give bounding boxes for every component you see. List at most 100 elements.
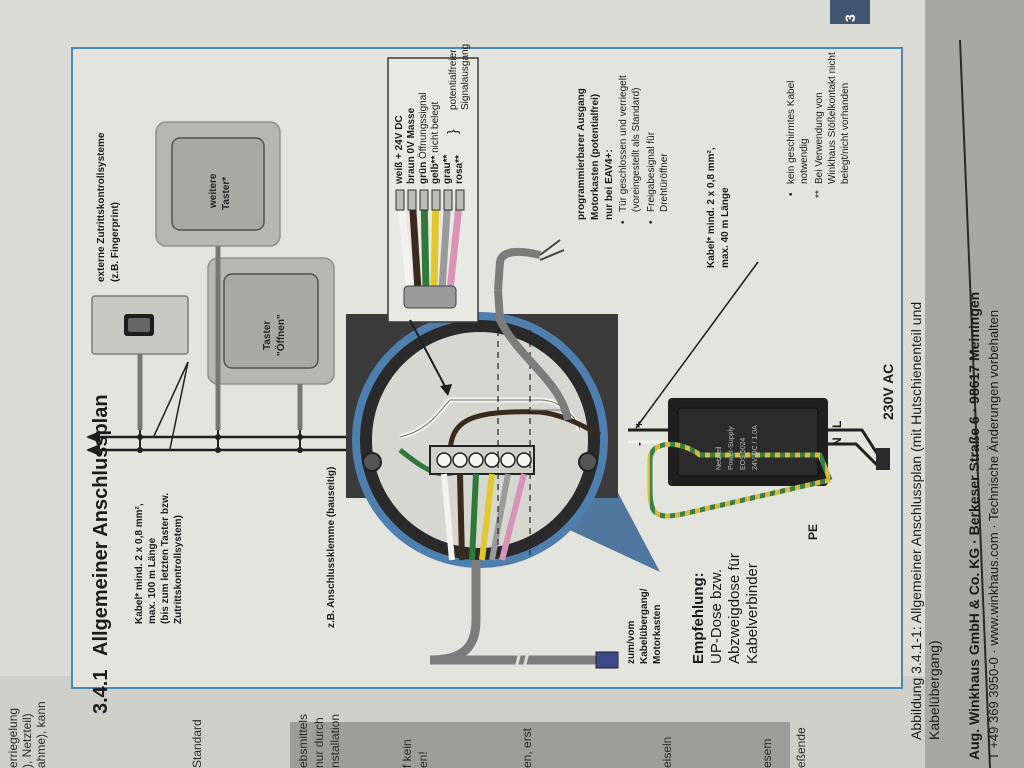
margin-fragment: nur durch (312, 717, 326, 768)
mains-l-wire (828, 428, 880, 456)
prog-bullet2b: Drehtüröffner (659, 153, 670, 212)
psu-label1: Netzteil (716, 446, 723, 470)
wire-bundle (396, 195, 464, 291)
callout-line (169, 361, 189, 450)
mains-plug (876, 448, 890, 470)
caption-line1: Abbildung 3.4.1-1: Allgemeiner Anschluss… (908, 301, 924, 740)
legend-line2: braun 0V Masse (406, 107, 417, 184)
arrow-head-top (86, 431, 100, 443)
taster-oeffnen-line2: "Öffnen" (276, 314, 287, 356)
cable-spec-left-line4: Zutrittskontrollsystem) (173, 515, 184, 624)
note1-bullet: • (786, 192, 797, 196)
prog-bullet: • (646, 220, 657, 224)
legend-line3-color: grün (418, 161, 429, 184)
recommendation-line1: UP-Dose bzw. (708, 568, 725, 664)
margin-fragment: erriegelung (6, 707, 20, 768)
prog-bullet1b: (voreingestellt als Standard) (631, 87, 642, 212)
wire-brown (457, 473, 465, 561)
junction (297, 447, 303, 453)
cable-connector (595, 651, 619, 669)
box-screw-right (578, 452, 598, 472)
margin-fragment: eiseln (660, 736, 674, 768)
psu-label2: Power-Supply (728, 426, 735, 470)
connection-label-line2: Kabelübergang/ (639, 588, 650, 664)
cable-spec-callout (635, 261, 759, 429)
margin-fragment: Standard (190, 719, 204, 768)
note2-mark: ** (814, 190, 825, 198)
margin-fragment: en! (416, 751, 430, 768)
taster-weitere-line2: Taster* (221, 176, 232, 210)
junction (137, 447, 143, 453)
legend-arrow (409, 319, 449, 393)
legend-brace: } (444, 129, 460, 134)
legend-line6: rosa** (454, 155, 465, 184)
cable-spec-right-line2: max. 40 m Länge (720, 187, 731, 268)
l-label: L (830, 420, 844, 428)
wire-yellow (479, 473, 495, 561)
wire-gray (489, 473, 511, 561)
prog-output-title1: programmierbarer Ausgang (576, 88, 587, 220)
terminal-screws (436, 452, 532, 468)
prog-output-title3: nur bei EAV4+: (604, 149, 615, 220)
margin-fragment: eßende (794, 727, 808, 768)
arrow-head-bottom (86, 444, 100, 456)
psu-label3: EOS 5024 (740, 437, 747, 470)
pe-label: PE (806, 523, 820, 540)
company-line1: Aug. Winkhaus GmbH & Co. KG · Berkeser S… (966, 291, 982, 760)
prog-output-cable (494, 289, 572, 421)
company-line2: T +49 369 3950-0 · www.winkhaus.com · Te… (986, 309, 1001, 760)
cable-break (522, 651, 530, 669)
prog-output-title2: Motorkasten (potentialfrei) (590, 93, 601, 220)
pe-wire-lower (647, 477, 831, 519)
wire-pink (499, 473, 527, 561)
power-supply-face (677, 407, 819, 477)
cable-break (514, 651, 522, 669)
cable-spec-left-line1: Kabel* mind. 2 x 0,8 mm², (134, 503, 145, 624)
voltage-label: 230V AC (880, 363, 896, 420)
taster-oeffnen-button (223, 273, 319, 369)
taster-weitere-line1: weitere (208, 173, 219, 208)
caption-line2: Kabelübergang) (926, 640, 942, 740)
cable-spec-left-line3: (bis zum letzten Taster bzw. (160, 492, 171, 624)
psu-label4: 24V DC / 1.0A (752, 425, 759, 470)
n-label: N (830, 437, 844, 446)
legend-line4-color: gelb** (430, 155, 441, 184)
box-screw-left (362, 452, 382, 472)
margin-fragment: en, erst (520, 727, 534, 768)
junction-box-inner (372, 332, 588, 548)
wire-brown-loop (447, 409, 602, 456)
wire-green (469, 473, 479, 561)
taster-oeffnen-line1: Taster (262, 320, 273, 350)
legend-line3: grün Öffnungssignal (418, 92, 429, 184)
junction (215, 434, 221, 440)
margin-fragment: f kein (400, 739, 414, 768)
gray-band (290, 722, 790, 768)
external-systems-subtitle: (z.B. Fingerprint) (110, 202, 121, 282)
note1a: kein geschirmtes Kabel (786, 80, 797, 184)
wire-white (441, 473, 455, 561)
motor-cable (429, 560, 600, 665)
wire-white-loop-outline (399, 399, 581, 438)
recommendation-title: Empfehlung: (690, 572, 707, 664)
cable-spec-right-line1: Kabel* mind. 2 x 0,8 mm², (706, 147, 717, 268)
junction (137, 434, 143, 440)
note2c: belegt/nicht vorhanden (840, 82, 851, 184)
note1b: notwendig (799, 138, 810, 184)
wire-ferrules (395, 189, 465, 211)
connection-label-line1: zum/vom (626, 620, 637, 664)
note2a: Bei Verwendung von (814, 92, 825, 184)
legend-line1: weiß + 24V DC (394, 115, 405, 184)
section-tab (830, 0, 870, 24)
pe-wire (647, 441, 833, 490)
margin-fragment: ebsmittels (296, 713, 310, 768)
prog-output-cable-upper (494, 247, 541, 291)
wire-sleeve (403, 285, 457, 309)
section-number: 3.4.1 (90, 669, 112, 714)
connection-label-line3: Motorkasten (652, 604, 663, 664)
legend-line3-text: Öffnungssignal (418, 92, 429, 162)
recommendation-line3: Kabelverbinder (744, 563, 761, 664)
recommendation-line2: Abzweigdose für (726, 553, 743, 664)
plus-label: + (632, 420, 646, 428)
